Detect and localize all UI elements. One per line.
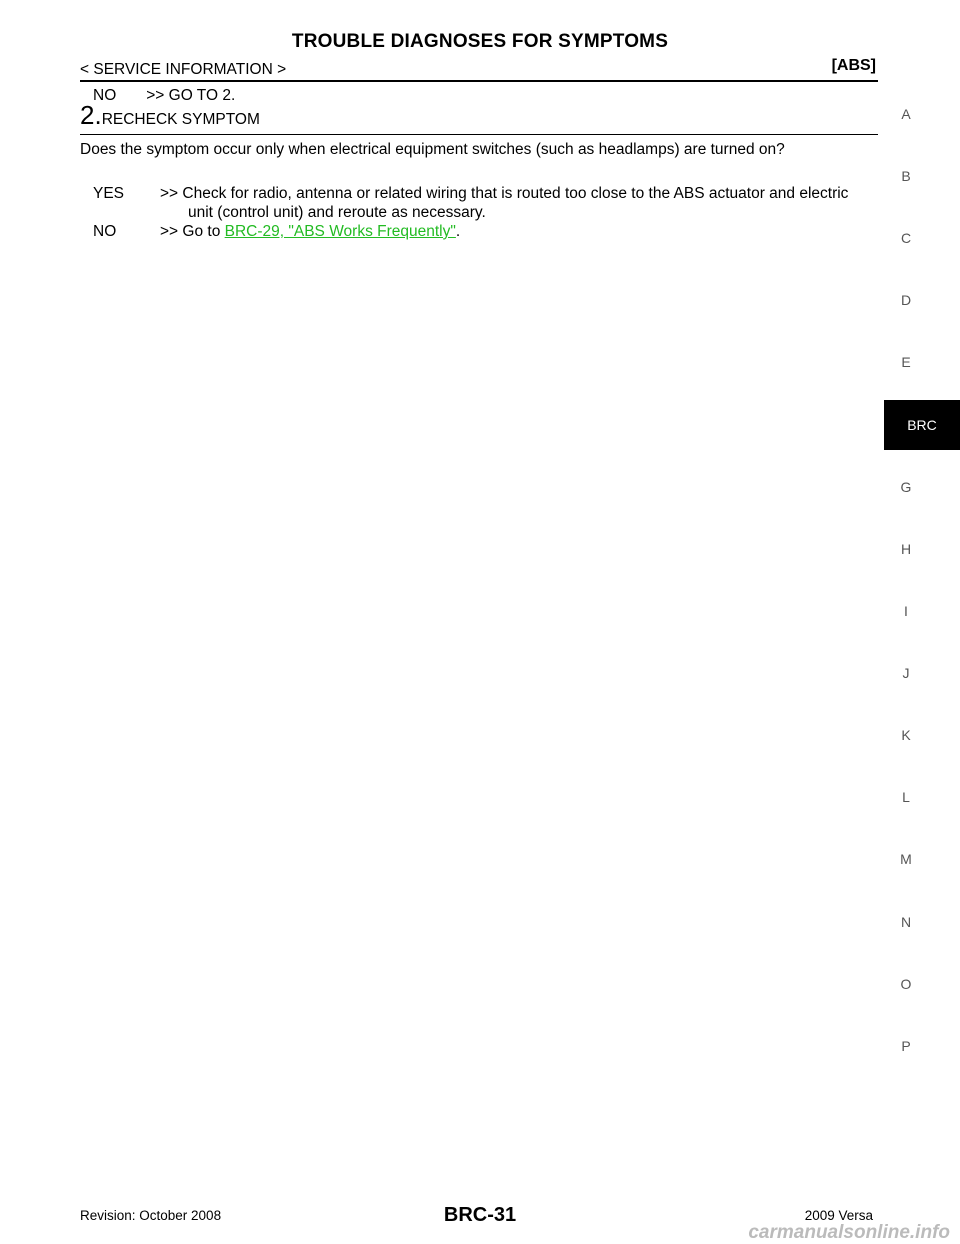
page-number: BRC-31 <box>443 1204 517 1226</box>
yes-answer-line1: >> Check for radio, antenna or related w… <box>160 185 849 202</box>
side-index-b[interactable]: B <box>901 168 911 184</box>
system-tag: [ABS] <box>831 57 876 74</box>
side-index-h[interactable]: H <box>900 541 912 557</box>
side-index-d[interactable]: D <box>900 292 912 308</box>
no-answer: >> Go to BRC-29, "ABS Works Frequently". <box>160 222 880 241</box>
step1-no-label: NO <box>93 87 117 104</box>
page-title: TROUBLE DIAGNOSES FOR SYMPTOMS <box>291 31 669 52</box>
side-index-e[interactable]: E <box>901 354 911 370</box>
header-divider <box>80 80 878 82</box>
side-index-j[interactable]: J <box>902 665 910 681</box>
side-index-brc-active[interactable]: BRC <box>884 400 960 450</box>
diagnostic-question: Does the symptom occur only when electri… <box>80 141 785 158</box>
side-index-i[interactable]: I <box>904 603 908 619</box>
step2-divider <box>80 134 878 135</box>
watermark: carmanualsonline.info <box>748 1222 950 1243</box>
step1-no-answer: NO >> GO TO 2. <box>93 86 235 105</box>
side-index-l[interactable]: L <box>902 789 910 805</box>
no-answer-suffix: . <box>455 223 461 240</box>
step2-heading: 2.RECHECK SYMPTOM <box>80 102 260 129</box>
yes-answer-line2: unit (control unit) and reroute as neces… <box>188 204 486 221</box>
side-index-o[interactable]: O <box>900 976 912 992</box>
section-label: < SERVICE INFORMATION > <box>80 61 287 78</box>
side-index-p[interactable]: P <box>901 1038 911 1054</box>
side-index-n[interactable]: N <box>900 914 912 930</box>
side-index-g[interactable]: G <box>900 479 912 495</box>
no-label: NO <box>93 223 117 240</box>
revision-date: Revision: October 2008 <box>80 1208 222 1223</box>
side-index-a[interactable]: A <box>901 106 911 122</box>
side-index-k[interactable]: K <box>901 727 911 743</box>
yes-label: YES <box>93 185 125 202</box>
yes-answer: >> Check for radio, antenna or related w… <box>160 184 880 222</box>
no-answer-prefix: >> Go to <box>160 223 225 240</box>
side-index-m[interactable]: M <box>900 851 912 867</box>
brc-29-link[interactable]: BRC-29, "ABS Works Frequently" <box>224 223 456 240</box>
step1-no-text: >> GO TO 2. <box>146 87 236 104</box>
step2-number: 2. <box>80 100 102 130</box>
side-index-c[interactable]: C <box>900 230 912 246</box>
vehicle-model: 2009 Versa <box>804 1208 873 1223</box>
step2-title: RECHECK SYMPTOM <box>101 111 260 128</box>
